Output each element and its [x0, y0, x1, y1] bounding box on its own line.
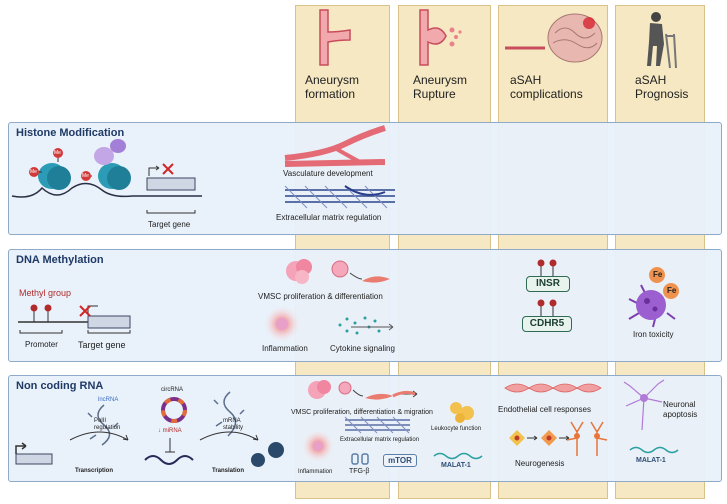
aneurysm-rupture-icon [419, 9, 462, 66]
ecm-mesh-icon [284, 185, 395, 209]
ncrna-title: Non coding RNA [16, 380, 104, 392]
dna-inflammation-label: Inflammation [262, 344, 308, 353]
neurogenesis-label: Neurogenesis [515, 459, 565, 468]
inflammation-glow-icon [264, 306, 300, 342]
fe-label-1: Fe [653, 270, 663, 279]
vmsc-label: VMSC proliferation & differentiation [258, 292, 383, 301]
ncrna-inflammation-label: Inflammation [298, 469, 333, 475]
translation-label: Translation [212, 468, 245, 474]
nucleosome-illustration [11, 139, 202, 198]
vmsc-cells-icon [286, 259, 390, 284]
insr-gene: INSR [526, 276, 570, 292]
endothelial-label: Endothelial cell responses [498, 405, 591, 414]
tgf-label: TFG-β [349, 468, 370, 475]
mrna-structure-icon [213, 391, 245, 437]
lncrna-label: lncRNA [98, 397, 119, 403]
iron-toxicity-label: Iron toxicity [633, 330, 674, 339]
malat1-label: MALAT-1 [441, 462, 471, 469]
ncrna-ecm-mesh-icon [344, 416, 410, 434]
malat1-b-wave-icon [629, 446, 679, 454]
transcription-start-icon [15, 442, 53, 465]
iron-toxicity-icon [628, 267, 679, 328]
ncrna-inflammation-icon [302, 430, 334, 462]
header-aneurysm-formation: Aneurysm formation [305, 73, 360, 101]
mirna-wave-icon [144, 438, 194, 465]
promoter-label: Promoter [25, 340, 58, 349]
histone-target-gene-label: Target gene [148, 220, 191, 229]
neuronal-apoptosis-icon [623, 379, 665, 431]
brain-hemorrhage-icon [505, 13, 603, 63]
insr-methyl-marks [537, 259, 557, 276]
me-label-3: Me [82, 173, 89, 179]
header-asah-prognosis: aSAH Prognosis [635, 73, 689, 101]
dna-methylation-title: DNA Methylation [16, 254, 104, 266]
cytokine-label: Cytokine signaling [330, 344, 395, 353]
neuronal-apoptosis-label: Neuronal apoptosis [663, 400, 698, 419]
tgf-receptor-icon [351, 453, 369, 465]
circrna-label: circRNA [161, 387, 183, 393]
dna-target-gene-label: Target gene [78, 340, 126, 350]
endothelial-cells-icon [504, 383, 602, 393]
me-marks [29, 148, 91, 181]
histone-title: Histone Modification [16, 127, 125, 139]
header-aneurysm-rupture: Aneurysm Rupture [413, 73, 468, 101]
elderly-person-icon [647, 12, 677, 69]
mtor-pill: mTOR [383, 454, 417, 467]
neurogenesis-icon [509, 421, 608, 456]
circrna-ring-icon [161, 397, 187, 423]
protein-blob-icon [251, 442, 284, 467]
cytokine-signaling-icon [338, 316, 394, 335]
cdhr5-gene: CDHR5 [522, 316, 572, 332]
methyl-group-label: Methyl group [19, 288, 72, 298]
mrna-stability-label: mRNA stability [223, 418, 244, 431]
dna-methylation-illustration [18, 304, 131, 334]
translation-arrow [199, 431, 259, 441]
ncrna-ecm-label: Extracellular matrix regulation [340, 437, 420, 443]
malat1-wave-icon [433, 452, 483, 460]
cdhr5-methyl-marks [537, 299, 557, 316]
target-gene-box [146, 163, 196, 214]
transcription-arrow [69, 431, 129, 441]
transcription-label: Transcription [75, 468, 114, 474]
dna-methylation-band: DNA Methylation [8, 249, 722, 362]
polII-label: PolII regulation [94, 418, 121, 431]
leukocyte-label: Leukocyte function [431, 426, 482, 432]
me-label-1: Me [54, 150, 61, 156]
vessel-branch-icon [284, 125, 386, 167]
leukocyte-icon [450, 402, 474, 423]
ncrna-vmsc-label: VMSC proliferation, differentiation & mi… [291, 409, 433, 416]
aneurysm-formation-icon [319, 9, 351, 66]
mirna-label: ↓ miRNA [158, 428, 182, 434]
vasculature-label: Vasculature development [283, 169, 373, 178]
fe-label-2: Fe [667, 286, 677, 295]
ecm-label: Extracellular matrix regulation [276, 213, 382, 222]
ncrna-vmsc-cells-icon [308, 380, 418, 400]
header-asah-complications: aSAH complications [510, 73, 583, 101]
malat1-b-label: MALAT-1 [636, 457, 666, 464]
lncrna-structure-icon [87, 404, 119, 446]
me-label-2: Me [30, 169, 37, 175]
